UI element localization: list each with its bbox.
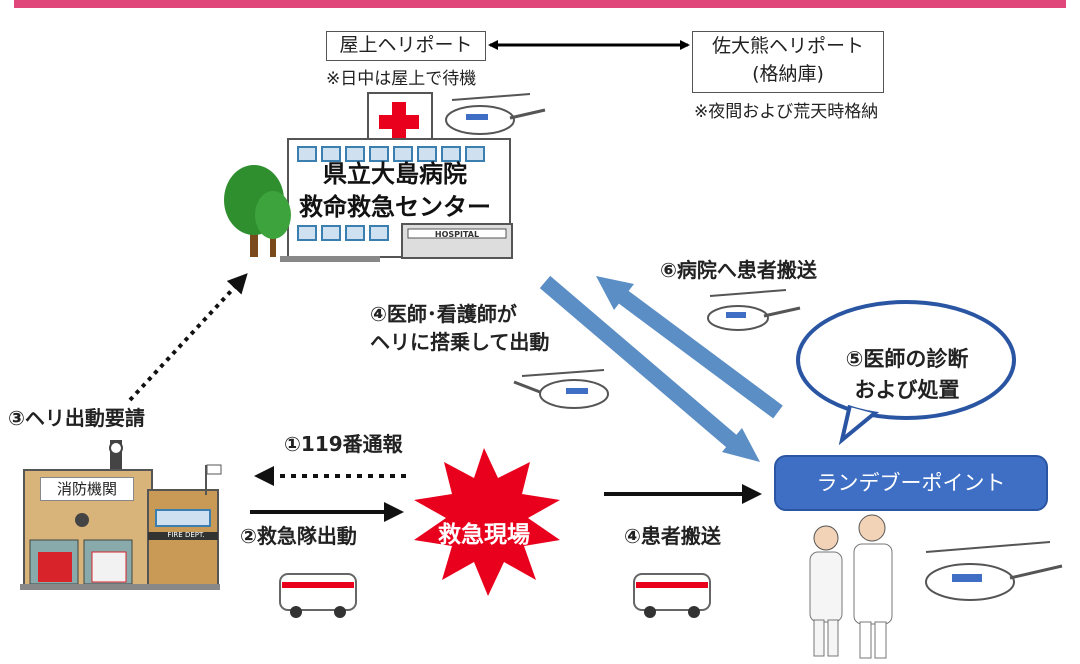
- helicopter-icon: [925, 541, 1063, 601]
- blue-arrow-to-hospital: [596, 276, 783, 419]
- step5-label: ⑤医師の診断 および処置: [812, 344, 1002, 406]
- hospital-name: 県立大島病院 救命救急センター: [290, 158, 500, 224]
- fire-station-sign: 消防機関: [40, 477, 134, 501]
- sakuma-heliport-label: 佐大熊ヘリポート (格納庫): [692, 31, 884, 93]
- step4-transport-label: ④患者搬送: [624, 524, 721, 548]
- ambulance-icon: [633, 573, 711, 618]
- hospital-sign: HOSPITAL: [435, 230, 479, 239]
- helicopter-icon: [707, 289, 801, 331]
- helicopter-icon: [445, 93, 546, 135]
- step4-dispatch-line1: ④医師･看護師が: [370, 302, 517, 326]
- diagnosis-speech-bubble: [796, 300, 1016, 446]
- sakuma-note: ※夜間および荒天時格納: [694, 102, 879, 122]
- hospital-name-line1: 県立大島病院: [323, 160, 467, 188]
- step2-label: ②救急隊出動: [240, 524, 357, 548]
- step6-label: ⑥病院へ患者搬送: [660, 258, 817, 282]
- step5-line2: および処置: [854, 378, 960, 402]
- step1-label: ①119番通報: [284, 432, 403, 456]
- helicopter-icon: [513, 369, 609, 409]
- rooftop-heliport-label: 屋上ヘリポート: [326, 31, 486, 61]
- rooftop-note: ※日中は屋上で待機: [326, 69, 477, 89]
- blue-arrow-to-rendezvous: [539, 275, 760, 462]
- top-accent-bar: [14, 0, 1066, 8]
- step5-line1: ⑤医師の診断: [845, 347, 969, 371]
- tree-icon: [224, 165, 291, 257]
- step4-dispatch-line2: ヘリに搭乗して出動: [370, 330, 550, 354]
- nurse-figure: [809, 525, 843, 657]
- hospital-building: [280, 92, 513, 262]
- sakuma-heliport-sub: (格納庫): [752, 63, 824, 85]
- fire-station-building: [20, 440, 222, 590]
- ambulance-icon: [279, 573, 357, 618]
- emergency-scene-burst: [414, 448, 560, 596]
- sakuma-heliport-name: 佐大熊ヘリポート: [711, 35, 864, 57]
- step3-label: ③ヘリ出動要請: [8, 406, 145, 430]
- dispatch-request-arrow: [128, 273, 248, 402]
- emergency-scene-label: 救急現場: [438, 522, 530, 548]
- step4-dispatch-label: ④医師･看護師が ヘリに搭乗して出動: [370, 300, 549, 356]
- hospital-name-line2: 救命救急センター: [299, 193, 491, 221]
- fire-dept-sign: FIRE DEPT.: [167, 531, 204, 539]
- rendezvous-point-box: ランデブーポイント: [774, 455, 1048, 511]
- doctor-figure: [853, 514, 893, 659]
